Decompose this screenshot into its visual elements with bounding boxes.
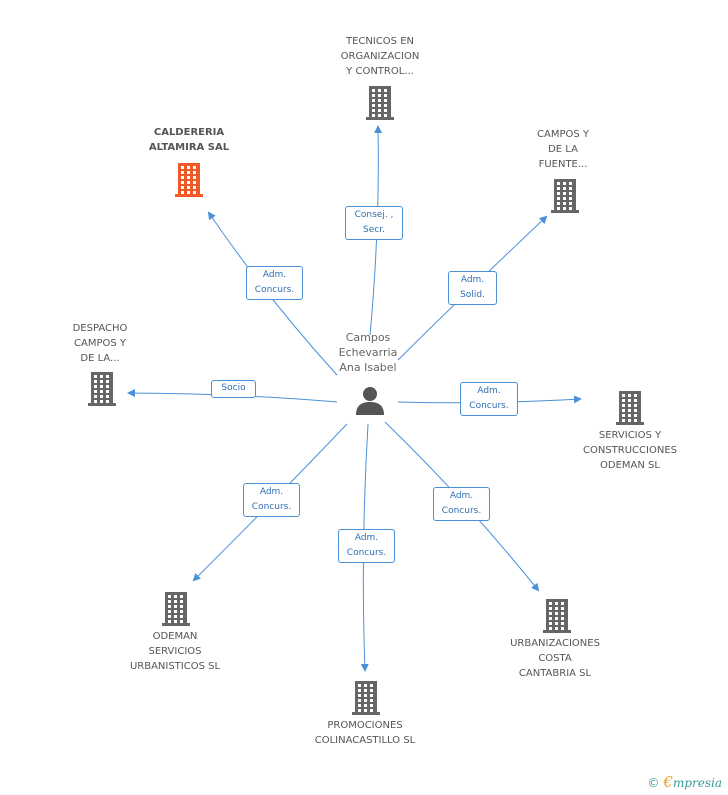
edge-label-tecnicos[interactable]: Consej. , Secr. xyxy=(345,206,403,240)
campos-fuente-company-label[interactable]: CAMPOS Y DE LA FUENTE... xyxy=(537,129,589,170)
edge-label-servicios[interactable]: Adm. Concurs. xyxy=(460,382,518,416)
person-icon[interactable] xyxy=(354,384,386,420)
brand-logo-text: mpresia xyxy=(672,776,722,790)
brand-footer: ©€mpresia xyxy=(647,773,722,791)
odeman-building-icon[interactable] xyxy=(160,590,192,626)
caldereria-company-label[interactable]: CALDERERIA ALTAMIRA SAL xyxy=(148,127,230,153)
despacho-building-icon[interactable] xyxy=(86,370,118,406)
edge-label-urbanizaciones[interactable]: Adm. Concurs. xyxy=(433,487,490,521)
caldereria-building-icon[interactable] xyxy=(173,161,205,197)
odeman-company-label[interactable]: ODEMAN SERVICIOS URBANISTICOS SL xyxy=(129,631,221,672)
tecnicos-company-label[interactable]: TECNICOS EN ORGANIZACION Y CONTROL... xyxy=(340,36,420,77)
edge-label-promociones[interactable]: Adm. Concurs. xyxy=(338,529,395,563)
tecnicos-building-icon[interactable] xyxy=(364,84,396,120)
edge-label-despacho[interactable]: Socio xyxy=(211,380,256,398)
edge-label-campos-fuente[interactable]: Adm. Solid. xyxy=(448,271,497,305)
servicios-building-icon[interactable] xyxy=(614,389,646,425)
brand-logo-e: € xyxy=(663,773,673,791)
edge-label-odeman[interactable]: Adm. Concurs. xyxy=(243,483,300,517)
urbanizaciones-building-icon[interactable] xyxy=(541,597,573,633)
copyright-icon: © xyxy=(647,776,660,790)
center-person-name[interactable]: Campos Echevarria Ana Isabel xyxy=(338,331,398,374)
campos-fuente-building-icon[interactable] xyxy=(549,177,581,213)
servicios-company-label[interactable]: SERVICIOS Y CONSTRUCCIONES ODEMAN SL xyxy=(583,430,677,471)
urbanizaciones-company-label[interactable]: URBANIZACIONES COSTA CANTABRIA SL xyxy=(510,638,600,679)
despacho-company-label[interactable]: DESPACHO CAMPOS Y DE LA... xyxy=(72,323,128,364)
edge-label-caldereria[interactable]: Adm. Concurs. xyxy=(246,266,303,300)
promociones-company-label[interactable]: PROMOCIONES COLINACASTILLO SL xyxy=(314,720,416,746)
promociones-building-icon[interactable] xyxy=(350,679,382,715)
